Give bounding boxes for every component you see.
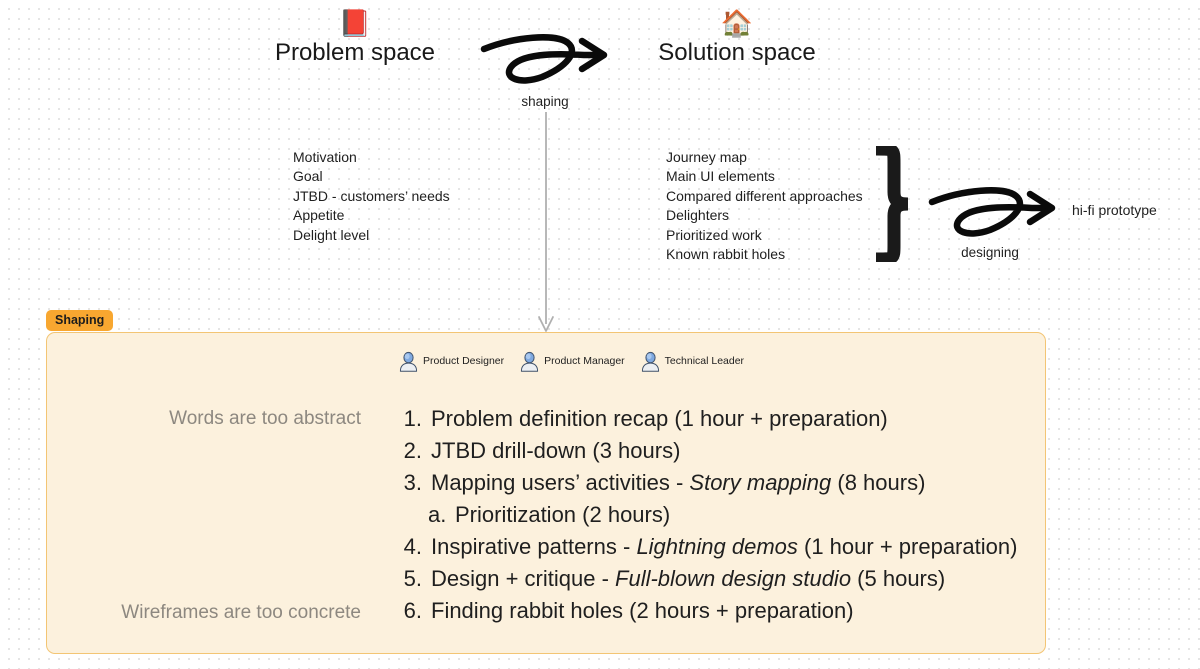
list-item: Delighters <box>666 207 730 224</box>
agenda-item-text: Problem definition recap (1 hour + prepa… <box>431 406 888 431</box>
person-avatar-icon <box>520 351 539 372</box>
closed-book-icon: 📕 <box>338 8 372 38</box>
agenda-item-marker: 4. <box>403 534 422 559</box>
curly-brace-icon <box>868 142 928 266</box>
agenda-item-text: Design + critique - Full-blown design st… <box>431 566 946 591</box>
list-item: JTBD - customers’ needs <box>293 187 450 204</box>
designing-loop-arrow-icon <box>928 186 1066 243</box>
agenda-item-text: Inspirative patterns - Lightning demos (… <box>431 534 1018 559</box>
list-item: Delight level <box>293 226 370 243</box>
agenda-list: 1. Problem definition recap (1 hour + pre… <box>392 403 1052 627</box>
note-wireframes-too-concrete: Wireframes are too concrete <box>121 602 361 623</box>
agenda-sub-item: a. Prioritization (2 hours) <box>392 499 1052 531</box>
agenda-item-marker: 2. <box>403 438 422 463</box>
list-item: Main UI elements <box>666 168 775 185</box>
role-chip-product-manager: Product Manager <box>520 351 625 372</box>
list-item: Prioritized work <box>666 226 762 243</box>
agenda-item: 6. Finding rabbit holes (2 hours + prepar… <box>392 595 1052 627</box>
list-item: Journey map <box>666 149 747 165</box>
agenda-item-text: Finding rabbit holes (2 hours + preparat… <box>431 598 854 623</box>
shaping-loop-arrow-icon <box>480 33 615 90</box>
solution-space-title: Solution space <box>658 39 816 66</box>
agenda-item: 2. JTBD drill-down (3 hours) <box>392 435 1052 467</box>
person-avatar-icon <box>641 351 660 372</box>
role-label: Technical Leader <box>664 355 745 367</box>
role-chip-product-designer: Product Designer <box>399 351 504 372</box>
list-item: Goal <box>293 168 323 185</box>
solution-space-list: Journey map Main UI elements Compared di… <box>666 148 863 264</box>
problem-space-heading-group: 📕 Problem space <box>235 8 475 68</box>
shaping-badge[interactable]: Shaping <box>46 310 114 331</box>
shaping-to-card-connector-arrow <box>528 112 564 338</box>
list-item: Known rabbit holes <box>666 246 786 263</box>
role-label: Product Manager <box>544 355 625 367</box>
agenda-item: 4. Inspirative patterns - Lightning demos… <box>392 531 1052 563</box>
problem-space-title: Problem space <box>274 39 436 66</box>
shaping-arrow-caption: shaping <box>521 94 569 109</box>
agenda-item-marker: 5. <box>403 566 422 591</box>
solution-space-heading-group: 🏠 Solution space <box>617 8 857 68</box>
list-item: Motivation <box>293 149 357 165</box>
agenda-item-marker: 3. <box>403 470 422 495</box>
agenda-item: 1. Problem definition recap (1 hour + pre… <box>392 403 1052 435</box>
house-icon: 🏠 <box>720 8 754 38</box>
role-chip-technical-leader: Technical Leader <box>641 351 744 372</box>
list-item: Appetite <box>293 207 345 224</box>
shaping-card: Product Designer Product Manager Techn <box>46 332 1046 654</box>
agenda-item-marker: 6. <box>403 598 422 623</box>
roles-row: Product Designer Product Manager Techn <box>399 351 744 372</box>
hifi-prototype-label: hi-fi prototype <box>1072 202 1157 218</box>
list-item: Compared different approaches <box>666 187 863 204</box>
agenda-item-marker: 1. <box>403 406 422 431</box>
person-avatar-icon <box>399 351 418 372</box>
designing-arrow-caption: designing <box>961 245 1019 260</box>
problem-space-list: Motivation Goal JTBD - customers’ needs … <box>293 148 450 245</box>
agenda-item: 3. Mapping users’ activities - Story mapp… <box>392 467 1052 499</box>
agenda-item-marker: a. <box>428 502 447 527</box>
agenda-item-text: Prioritization (2 hours) <box>455 502 671 527</box>
note-words-too-abstract: Words are too abstract <box>169 408 361 429</box>
agenda-item: 5. Design + critique - Full-blown design … <box>392 563 1052 595</box>
agenda-item-text: Mapping users’ activities - Story mappin… <box>431 470 926 495</box>
role-label: Product Designer <box>423 355 505 367</box>
agenda-item-text: JTBD drill-down (3 hours) <box>431 438 681 463</box>
